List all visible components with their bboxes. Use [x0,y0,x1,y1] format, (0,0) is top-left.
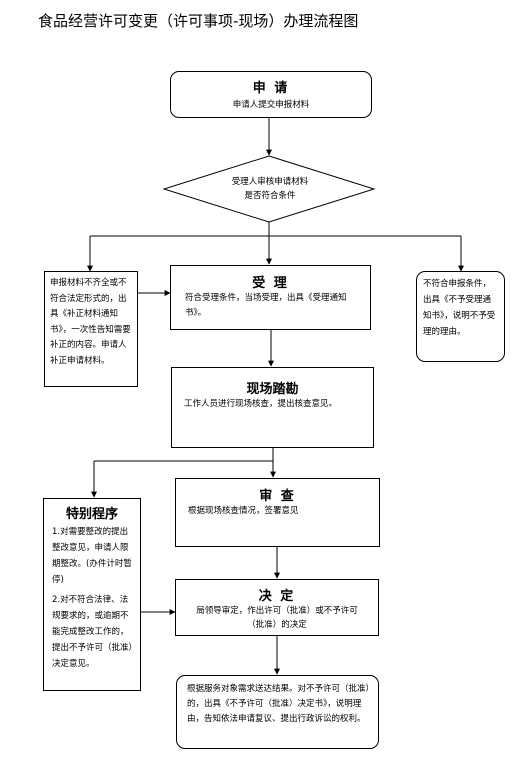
review-heading: 审 查 [259,489,296,504]
accept-heading: 受 理 [252,276,289,291]
apply-heading: 申 请 [252,81,290,96]
special-item-1: 1.对需要整改的提出整改意见，申请人限期整改。(办件计时暂停) [52,527,132,585]
special-item-2: 2.对不符合法律、法规要求的，或逾期不能完成整改工作的，提出不予许可（批准）决定… [52,595,133,669]
incomplete-box: 申报材料不齐全或不符合法定形式的，出具《补正材料通知书》，一次性告知需要补正的内… [44,271,138,387]
review-text: 根据现场核查情况，签署意见 [188,506,299,516]
reject-text: 不符合申报条件，出具《不予受理通知书》，说明不予受理的理由。 [423,279,496,337]
special-heading: 特别程序 [65,507,118,522]
inspection-text: 工作人员进行现场核查，提出核查意见。 [184,399,338,409]
accept-box: 受 理 符合受理条件，当场受理，出具《受理通知书》。 [170,265,371,330]
reject-box: 不符合申报条件，出具《不予受理通知书》，说明不予受理的理由。 [416,271,505,362]
incomplete-text: 申报材料不齐全或不符合法定形式的，出具《补正材料通知书》，一次性告知需要补正的内… [50,278,131,366]
result-text: 根据服务对象需求送达结果。对不予许可（批准）的，出具《不予许可（批准）决定书》，… [187,684,370,724]
decision-text: 局领导审定，作出许可（批准）或不予许可（批准）的决定 [196,606,358,630]
check-line2: 是否符合条件 [244,191,296,201]
page-title: 食品经营许可变更（许可事项-现场）办理流程图 [38,12,359,30]
decision-box: 决 定 局领导审定，作出许可（批准）或不予许可（批准）的决定 [175,579,379,636]
special-box: 特别程序 1.对需要整改的提出整改意见，申请人限期整改。(办件计时暂停) 2.对… [43,498,141,691]
check-text: 受理人审核申请材料 是否符合条件 [190,175,350,203]
apply-text: 申请人提交申报材料 [232,100,310,110]
review-box: 审 查 根据现场核查情况，签署意见 [175,478,380,547]
result-box: 根据服务对象需求送达结果。对不予许可（批准）的，出具《不予许可（批准）决定书》，… [176,675,379,749]
inspection-box: 现场踏勘 工作人员进行现场核查，提出核查意见。 [171,367,374,448]
check-line1: 受理人审核申请材料 [231,177,309,187]
inspection-heading: 现场踏勘 [246,382,299,397]
accept-text: 符合受理条件，当场受理，出具《受理通知书》。 [185,293,347,318]
decision-heading: 决 定 [258,589,296,604]
apply-box: 申 请 申请人提交申报材料 [170,71,372,118]
